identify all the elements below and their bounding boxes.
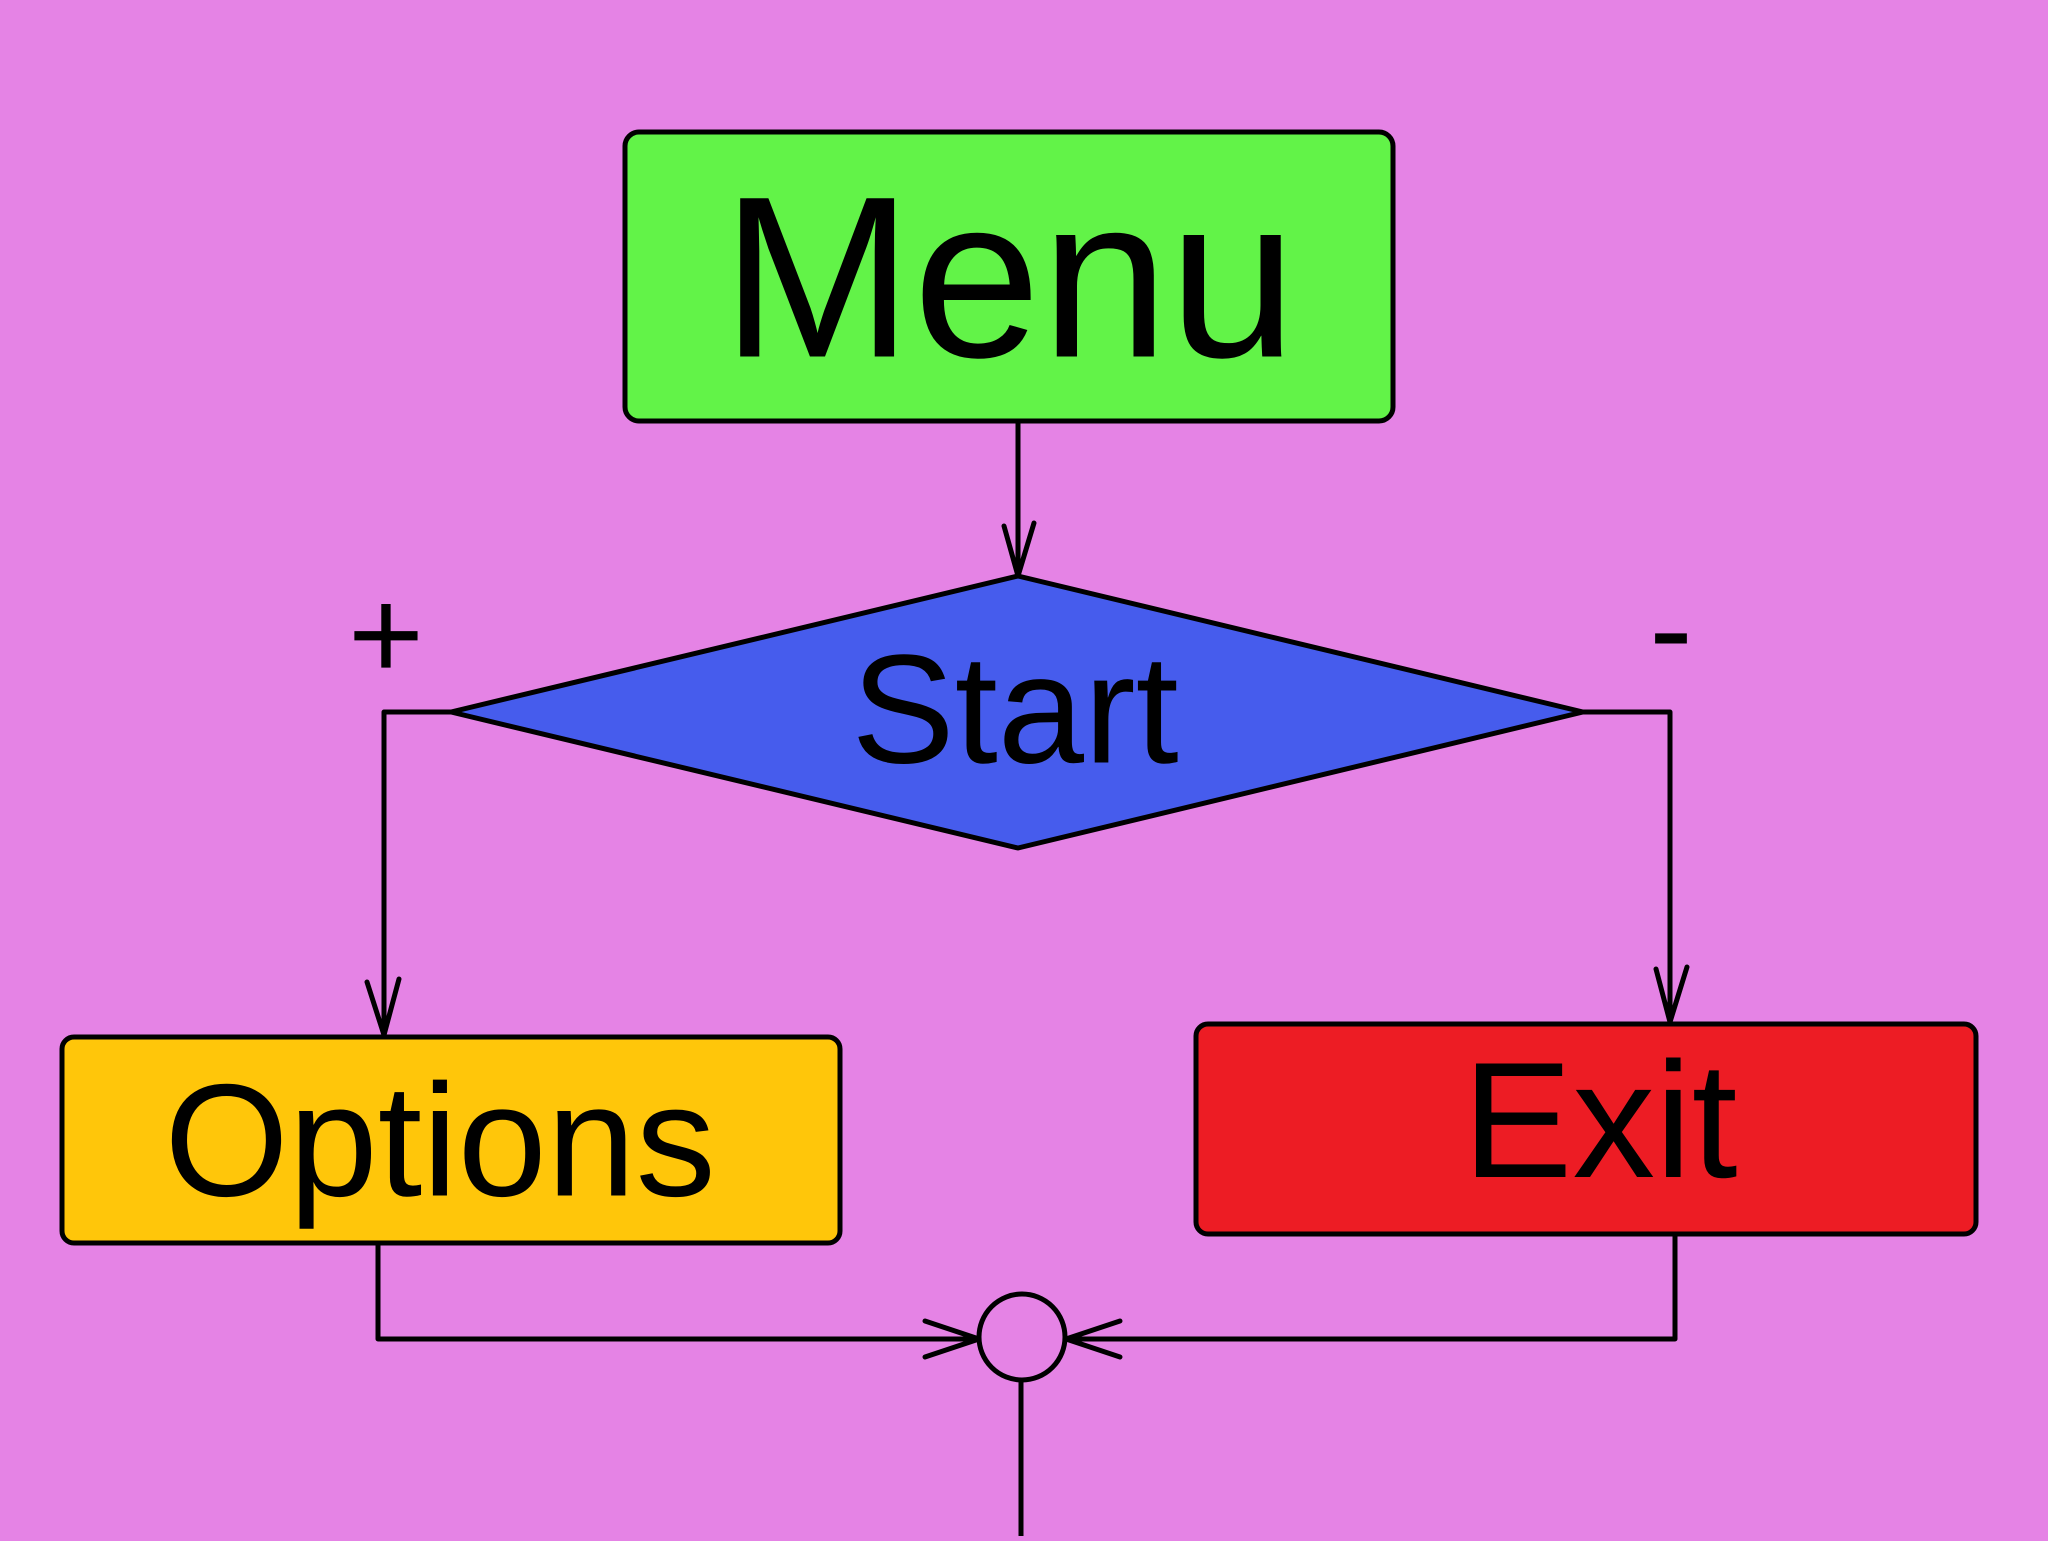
node-menu: Menu	[622, 129, 1396, 424]
options-box	[59, 1034, 843, 1246]
node-exit: Exit	[1193, 1021, 1979, 1237]
start-label: Start	[851, 623, 1178, 796]
edge-exit-merge	[1063, 1233, 1678, 1342]
branch-label-minus: -	[1649, 555, 1692, 701]
menu-label: Menu	[721, 149, 1296, 406]
node-start: Start	[448, 573, 1586, 851]
exit-box	[1193, 1021, 1979, 1237]
connectors	[364, 418, 1690, 1539]
node-options: Options	[59, 1034, 843, 1246]
exit-label: Exit	[1462, 1028, 1737, 1212]
branch-label-plus: +	[348, 561, 424, 707]
merge-connector	[976, 1291, 1068, 1383]
edge-options-merge	[375, 1240, 982, 1342]
edge-start-options	[381, 709, 454, 1038]
edge-start-exit	[1580, 709, 1673, 1025]
start-diamond	[448, 573, 1586, 851]
menu-box	[622, 129, 1396, 424]
options-label: Options	[164, 1051, 715, 1230]
